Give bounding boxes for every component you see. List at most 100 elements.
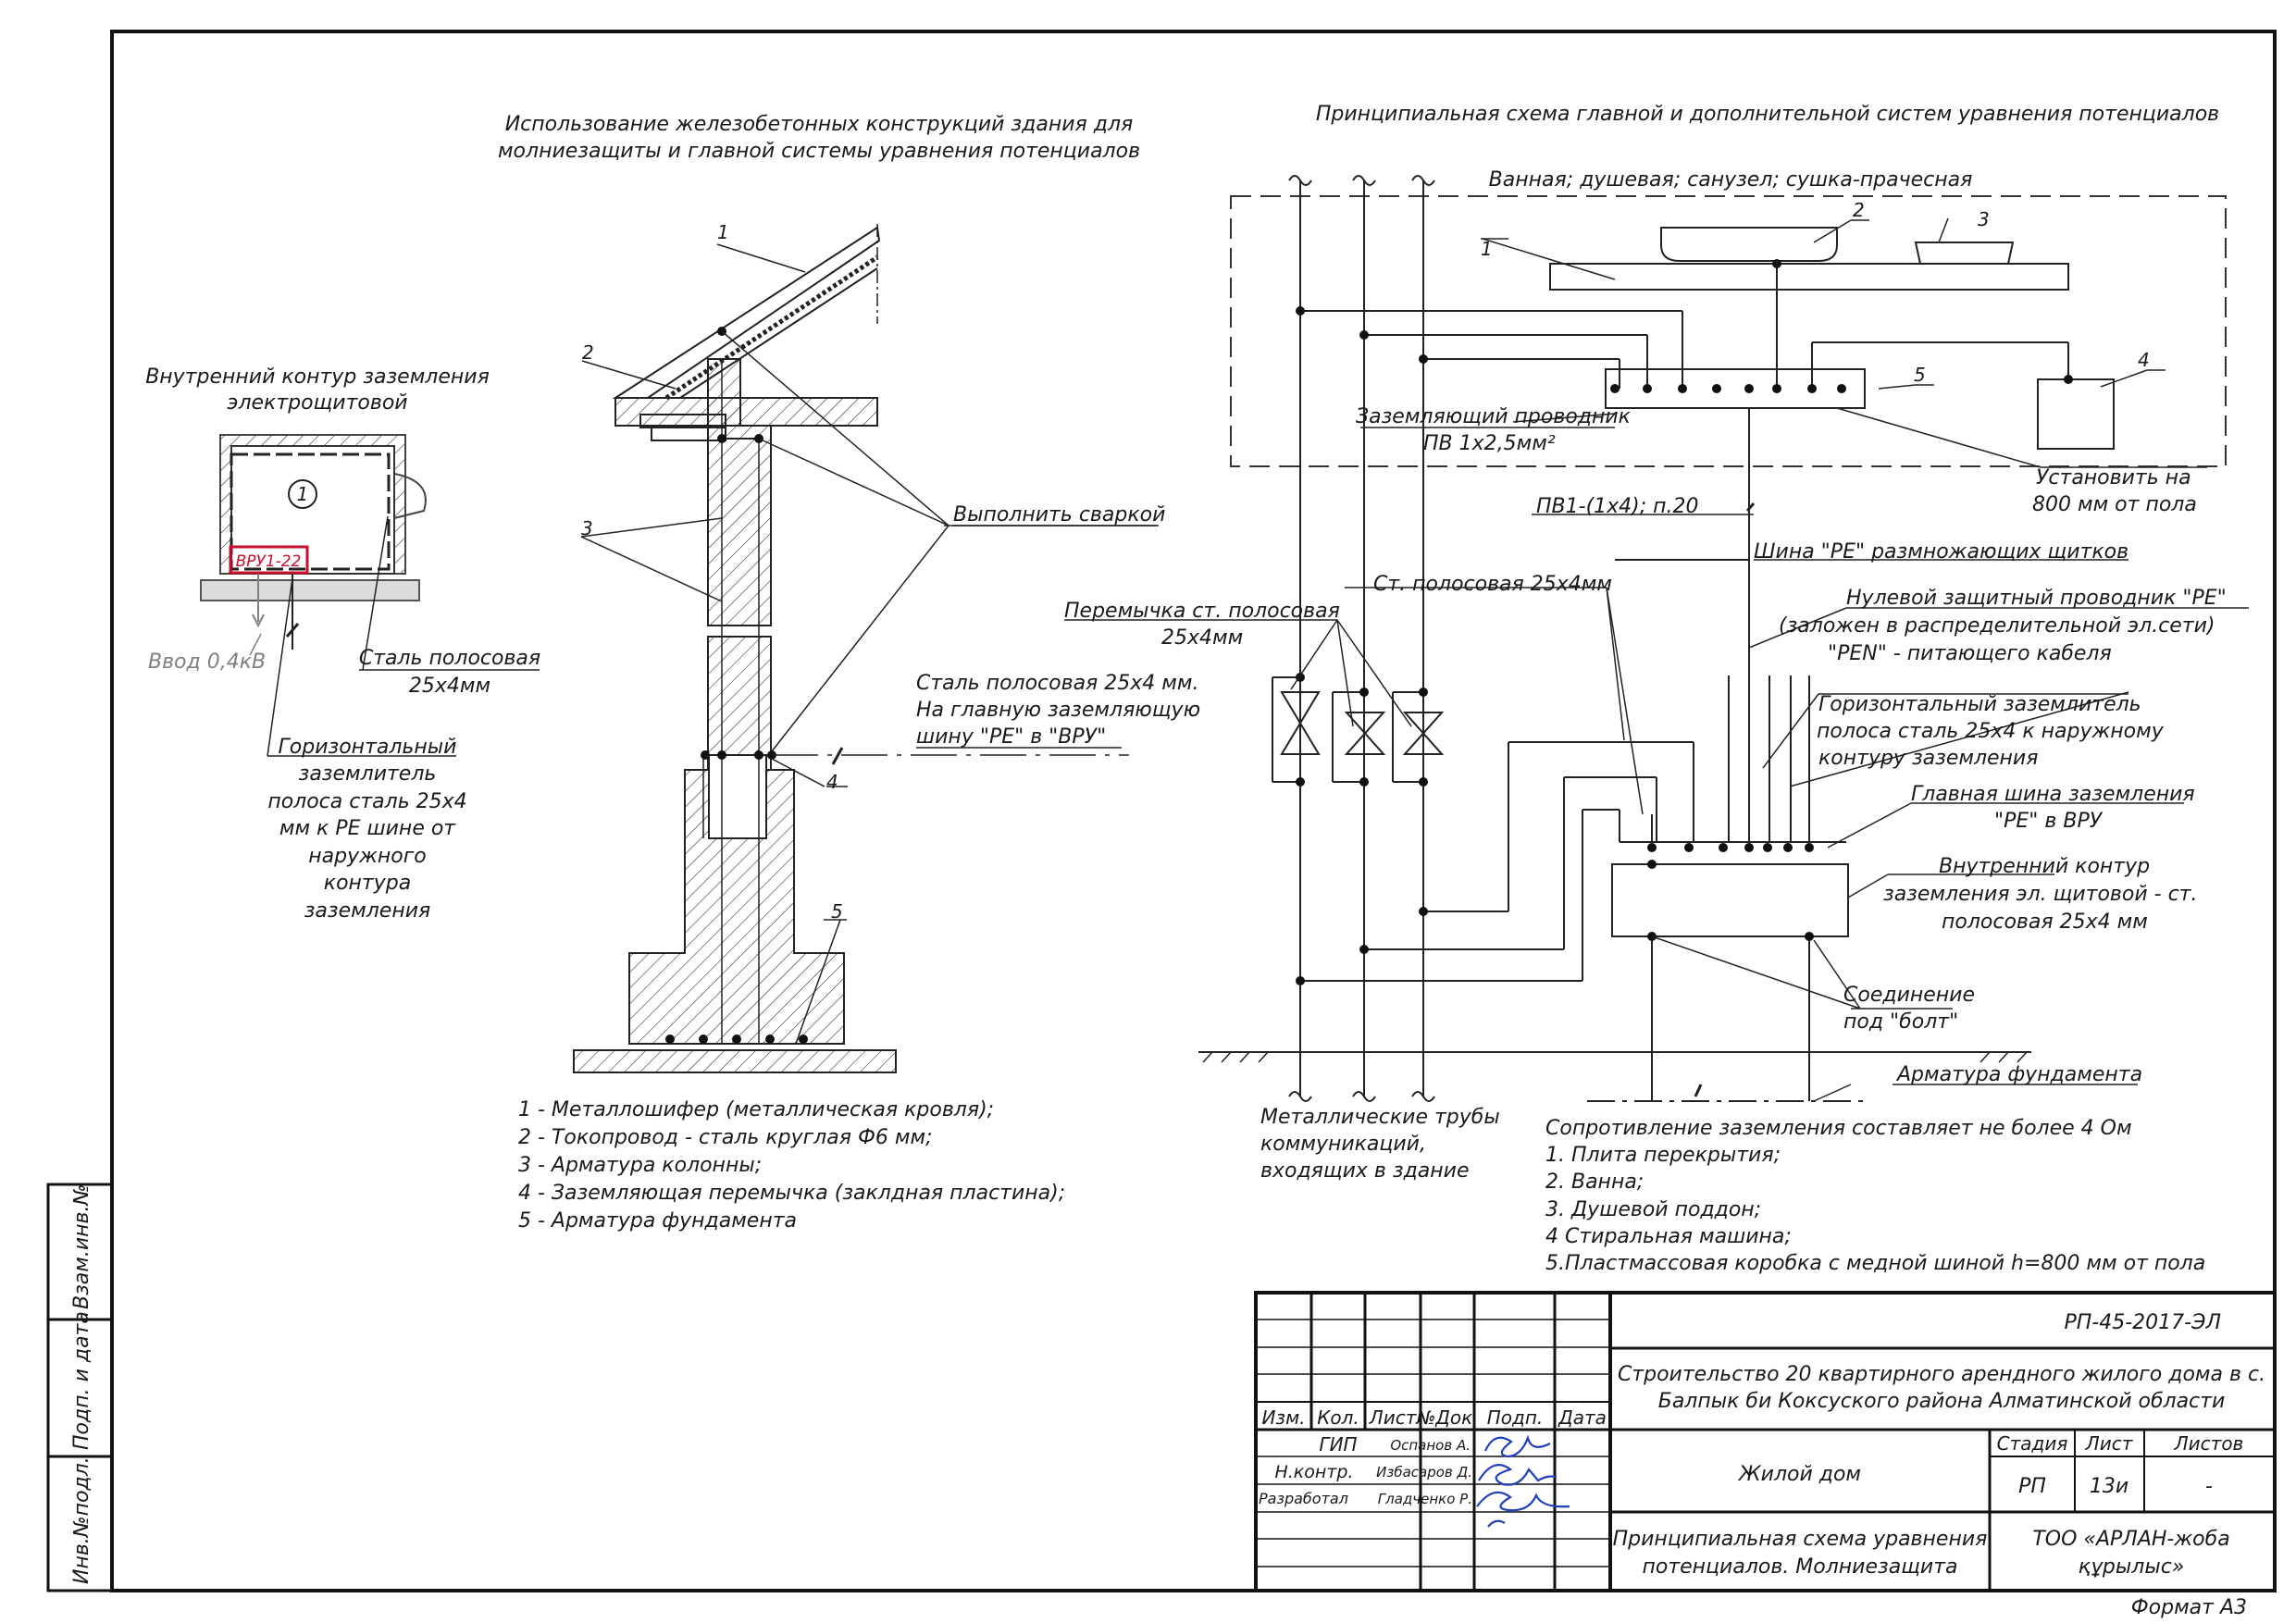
title-block: РП-45-2017-ЭЛ Строительство 20 квартирно… [1254,1291,2277,1619]
doc-code: РП-45-2017-ЭЛ [2064,1311,2221,1334]
stamp-sign-date: Подп. и дата [70,1311,93,1450]
svg-text:5.Пластмассовая коробка с медн: 5.Пластмассовая коробка с медной шиной h… [1545,1252,2205,1275]
svg-text:заземления: заземления [304,899,431,923]
svg-text:4 - Заземляющая перемычка (зак: 4 - Заземляющая перемычка (заклдная плас… [518,1182,1065,1205]
svg-text:мм к РЕ шине от: мм к РЕ шине от [279,817,456,840]
rebar-label: Арматура фундамента [1895,1063,2142,1086]
sheets-val: - [2205,1475,2213,1498]
sheet-title-1: Принципиальная схема уравнения [1613,1528,1988,1551]
format-label: Формат А3 [2131,1596,2247,1619]
middle-title-line1: Использование железобетонных конструкций… [505,113,1134,136]
side-stamp: Взам.инв.№ Подп. и дата Инв.№подл. [70,1184,93,1584]
main-bus-2: "РЕ" в ВРУ [1994,810,2104,833]
left-title-line2: электрощитовой [227,391,407,415]
horiz-earth-2: полоса сталь 25х4 к наружному [1817,720,2165,743]
hdr-list: Лист [1369,1406,1418,1429]
sheet-title-2: потенциалов. Молниезащита [1642,1555,1957,1579]
stage-val: РП [2018,1475,2046,1498]
room-number: 1 [297,483,309,505]
zero-pe-1: Нулевой защитный проводник "РЕ" [1846,587,2227,610]
svg-text:контура: контура [324,872,411,895]
steel-strip-mid-1: Сталь полосовая 25х4 мм. [916,672,1198,695]
svg-text:Горизонтальный: Горизонтальный [279,736,457,759]
pipes-3: входящих в здание [1260,1159,1470,1183]
r-num-3: 3 [1978,208,1990,230]
steel-strip-callout: Сталь полосовая 25х4мм [359,515,540,698]
bolt-1: Соединение [1843,984,1975,1007]
sheet-hdr: Лист [2085,1432,2134,1455]
bolt-2: под "болт" [1843,1010,1958,1034]
company-1: ТОО «АРЛАН-жоба [2032,1528,2229,1551]
steel-strip-mid-2: На главную заземляющую [916,699,1200,722]
electroroom-plan: 1 ВРУ1-22 [200,434,427,650]
pe-bus-label: Шина "РЕ" размножающих щитков [1754,540,2128,564]
riser-pipes [1288,175,1435,1102]
svg-text:Сталь полосовая: Сталь полосовая [359,647,540,670]
main-bus-1: Главная шина заземления [1911,783,2195,806]
mid-num-5: 5 [831,900,843,923]
r-num-2: 2 [1853,199,1865,221]
middle-title-line2: молниезащиты и главной системы уравнения… [498,140,1140,163]
svg-text:2 - Токопровод - сталь круглая: 2 - Токопровод - сталь круглая Ф6 мм; [518,1126,933,1149]
svg-text:заземлитель: заземлитель [299,762,437,786]
middle-legend: 1 - Металлошифер (металлическая кровля);… [518,1098,1065,1233]
project-line1: Строительство 20 квартирного арендного ж… [1618,1363,2265,1386]
svg-text:3. Душевой поддон;: 3. Душевой поддон; [1545,1198,1761,1221]
install-height-1: Установить на [2036,466,2191,489]
r-num-1: 1 [1481,238,1493,260]
weld-label: Выполнить сваркой [953,503,1165,527]
hdr-izm: Изм. [1261,1406,1305,1429]
roof-column-section [573,224,897,1073]
valves [1272,676,1445,783]
jumper-1: Перемычка ст. полосовая [1064,600,1340,623]
zero-pe-3: "PEN" - питающего кабеля [1828,642,2112,665]
sheet-val: 13и [2090,1475,2128,1498]
steel-strip-mid-3: шину "РЕ" в "ВРУ" [916,725,1106,749]
role-nkontr: Н.контр. [1274,1462,1353,1482]
svg-text:1. Плита перекрытия;: 1. Плита перекрытия; [1545,1144,1781,1167]
role-gip: ГИП [1319,1433,1357,1456]
svg-text:25х4мм: 25х4мм [409,675,490,698]
jumper-2: 25х4мм [1161,626,1243,650]
st-strip-label: Ст. полосовая 25х4мм [1373,573,1612,596]
right-title: Принципиальная схема главной и дополните… [1316,103,2219,126]
bathroom-zone [1230,195,2227,467]
right-notes: Сопротивление заземления составляет не б… [1545,1117,2205,1275]
middle-leaders [580,243,1157,1045]
inner-contour-3: полосовая 25х4 мм [1942,911,2148,934]
ground-hatch [1202,1051,2028,1063]
role-developer: Разработал [1259,1490,1348,1507]
svg-text:4 Стиральная машина;: 4 Стиральная машина; [1545,1225,1792,1248]
hdr-doc: №Док. [1415,1406,1478,1429]
zero-pe-2: (заложен в распределительной эл.сети) [1779,614,2215,638]
stamp-orig-inv: Инв.№подл. [70,1456,93,1584]
ground-conductor-1: Заземляющий проводник [1356,405,1632,428]
svg-text:2. Ванна;: 2. Ванна; [1545,1171,1644,1194]
hdr-kol: Кол. [1317,1406,1359,1429]
pipes-1: Металлические трубы [1260,1106,1500,1129]
weld-points [665,327,808,1044]
svg-text:наружного: наружного [308,845,427,868]
middle-section: Использование железобетонных конструкций… [498,113,1200,1233]
mid-num-1: 1 [717,221,729,243]
inner-contour-1: Внутренний контур [1939,855,2150,878]
horiz-earth-3: контуру заземления [1818,747,2038,770]
project-line2: Балпык би Коксуского района Алматинской … [1658,1390,2226,1413]
install-height-2: 800 мм от пола [2032,493,2197,516]
svg-text:5 - Арматура фундамента: 5 - Арматура фундамента [518,1209,797,1233]
mid-num-4: 4 [826,771,838,793]
name-izbasarov: Избасаров Д. [1376,1464,1472,1481]
name-ospanov: Оспанов А. [1390,1437,1471,1454]
stamp-replaced-inv: Взам.инв.№ [70,1184,93,1309]
pv1-label: ПВ1-(1х4); п.20 [1536,495,1699,518]
sheets-hdr: Листов [2174,1432,2244,1455]
svg-text:3 - Арматура колонны;: 3 - Арматура колонны; [518,1154,762,1177]
left-title-line1: Внутренний контур заземления [145,365,490,389]
horizontal-earth-callout: Горизонтальный заземлитель полоса сталь … [267,577,467,923]
pipes-2: коммуникаций, [1260,1133,1426,1156]
object-name: Жилой дом [1737,1463,1861,1486]
svg-text:Сопротивление заземления соста: Сопротивление заземления составляет не б… [1545,1117,2132,1140]
equipment [1549,227,2115,450]
stage-hdr: Стадия [1997,1432,2068,1455]
